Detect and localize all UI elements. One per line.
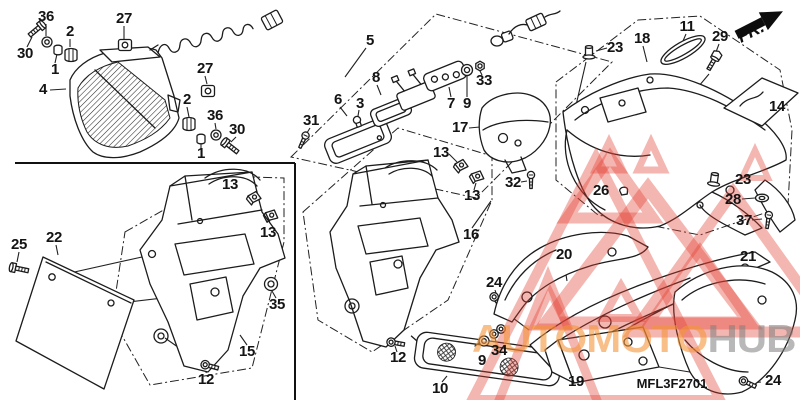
collar-1 [53, 44, 63, 56]
callout-12: 12 [390, 349, 406, 367]
callout-7: 7 [447, 95, 455, 113]
callout-4: 4 [39, 81, 47, 99]
mudguard-bracket-19 [545, 327, 659, 383]
bulb-3 [351, 114, 364, 129]
rear-fender-15 [140, 169, 285, 372]
callout-9: 9 [463, 95, 471, 113]
callout-14: 14 [769, 98, 785, 116]
callout-10: 10 [432, 380, 448, 398]
screw-32 [526, 170, 536, 190]
bolt-29 [703, 48, 724, 73]
callout-19: 19 [568, 373, 584, 391]
harness-connector [261, 10, 283, 31]
callout-27: 27 [197, 60, 213, 78]
callout-18: 18 [634, 30, 650, 48]
callout-1: 1 [51, 61, 59, 79]
diagram-code: MFL3F2701 [637, 376, 708, 391]
seal-ring-11 [657, 31, 708, 70]
callout-13: 13 [222, 176, 238, 194]
grommet-9 [460, 63, 474, 77]
callout-2: 2 [183, 91, 191, 109]
callout-24: 24 [765, 372, 781, 390]
protector-sheet-14 [724, 78, 798, 126]
callout-6: 6 [334, 91, 342, 109]
license-plate-22 [16, 257, 134, 389]
washer-28 [756, 194, 769, 202]
callout-13: 13 [433, 144, 449, 162]
callout-16: 16 [463, 226, 479, 244]
grommet-2b [182, 116, 196, 132]
callout-23: 23 [607, 39, 623, 57]
washer-36 [41, 36, 53, 48]
callout-31: 31 [303, 112, 319, 130]
grommet-2 [64, 47, 78, 63]
nut-35 [263, 276, 279, 292]
callout-24: 24 [486, 274, 502, 292]
callout-32: 32 [505, 174, 521, 192]
callout-5: 5 [366, 32, 374, 50]
callout-17: 17 [452, 119, 468, 137]
callout-8: 8 [372, 69, 380, 87]
clip-13d [467, 168, 486, 186]
rear-fender-16 [330, 160, 459, 347]
section-dividers [15, 163, 295, 400]
callout-27: 27 [116, 10, 132, 28]
callout-1: 1 [197, 145, 205, 163]
callout-36: 36 [38, 8, 54, 26]
callout-28: 28 [725, 191, 741, 209]
callout-26: 26 [593, 182, 609, 200]
nut-33 [475, 60, 485, 72]
grommet-23a [582, 44, 596, 60]
wire-harness [156, 23, 255, 56]
callout-25: 25 [11, 236, 27, 254]
callout-3: 3 [356, 95, 364, 113]
inner-fender-21 [674, 266, 797, 394]
grommet-27 [117, 38, 133, 52]
grommet-9b [475, 336, 489, 346]
callout-20: 20 [556, 246, 572, 264]
bulb-socket-pigtail [491, 11, 560, 46]
callout-23: 23 [735, 171, 751, 189]
fr-direction-arrow [734, 11, 783, 39]
callout-37: 37 [736, 212, 752, 230]
callout-11: 11 [679, 18, 695, 36]
taillight-unit [70, 45, 180, 158]
callout-36: 36 [207, 107, 223, 125]
tail-lamp-17 [479, 93, 550, 173]
callout-21: 21 [740, 248, 756, 266]
callout-13: 13 [464, 187, 480, 205]
license-light-base-7 [422, 60, 468, 92]
callout-2: 2 [66, 23, 74, 41]
clip-13c [452, 158, 469, 174]
callout-35: 35 [269, 296, 285, 314]
bolt-30b [219, 136, 242, 157]
callout-29: 29 [712, 28, 728, 46]
washer-36b [210, 129, 222, 141]
bolt-25 [7, 261, 30, 276]
collar-1b [196, 133, 206, 145]
callout-9: 9 [478, 352, 486, 370]
callout-30: 30 [229, 121, 245, 139]
grommet-27b [200, 84, 216, 98]
watermark-triangles [472, 142, 800, 400]
license-light-housing-6 [323, 117, 394, 166]
fender-rail-20 [494, 232, 648, 322]
callout-30: 30 [17, 45, 33, 63]
callout-13: 13 [260, 224, 276, 242]
callout-12: 12 [198, 371, 214, 389]
callout-22: 22 [46, 229, 62, 247]
callout-15: 15 [239, 343, 255, 361]
callout-33: 33 [476, 72, 492, 90]
callout-34: 34 [491, 342, 507, 360]
